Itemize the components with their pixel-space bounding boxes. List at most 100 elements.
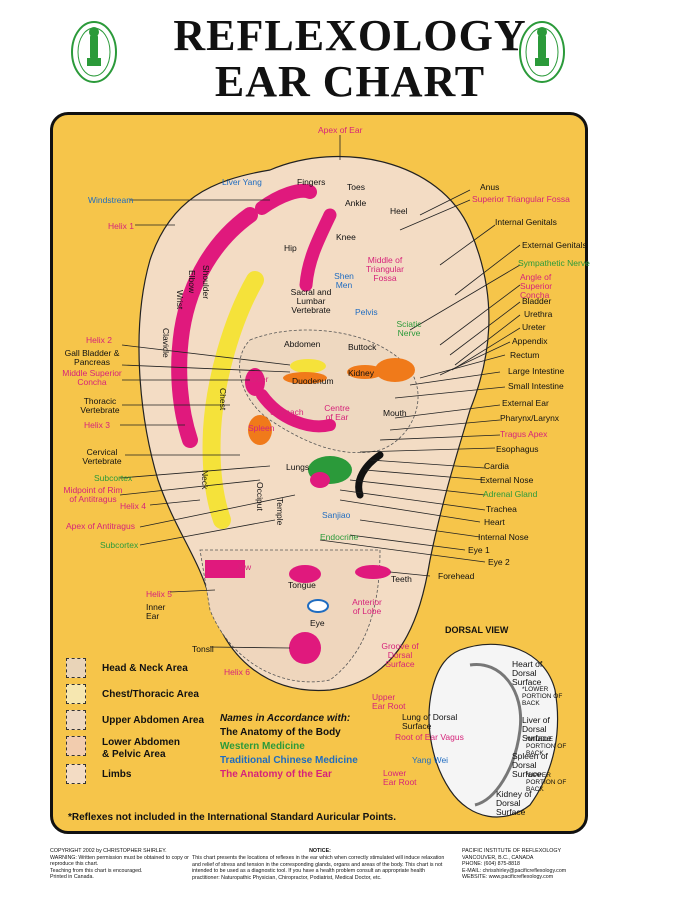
label-neck: Neck [200, 470, 210, 490]
label-large-intestine: Large Intestine [508, 366, 565, 376]
names-anatomy-ear: The Anatomy of the Ear [220, 769, 332, 780]
label-angle-superior-concha: Angle of Superior Concha [520, 272, 553, 300]
intestine-shape [375, 358, 415, 382]
label-liver: Liver [250, 374, 269, 384]
label-subcortex-1: Subcortex [94, 473, 133, 483]
lobe-shading [199, 549, 381, 683]
spleen-shape [248, 415, 272, 445]
label-eye-2: Eye 2 [488, 557, 510, 567]
dorsal-root-vagus: Root of Ear Vagus [395, 732, 464, 742]
label-wrist: Wrist [175, 290, 185, 310]
label-helix-5: Helix 5 [146, 589, 172, 599]
knee-hip-band [299, 208, 337, 292]
label-internal-nose: Internal Nose [478, 532, 529, 542]
legend-swatch-upper-abdomen [66, 710, 86, 730]
label-thoracic: Thoracic Vertebrate [80, 396, 120, 415]
label-midpoint-rim: Midpoint of Rim of Antitragus [63, 485, 123, 504]
label-buttock: Buttock [348, 342, 377, 352]
legend-label-chest: Chest/Thoracic Area [102, 689, 199, 700]
label-sacral-lumbar: Sacral and Lumbar Vertebrate [290, 287, 332, 315]
label-anterior-lobe: Anterior of Lobe [352, 597, 382, 616]
label-adrenal-gland: Adrenal Gland [483, 489, 538, 499]
dorsal-lower-root: Lower Ear Root [383, 768, 417, 787]
dorsal-ear-groove [469, 662, 523, 807]
dorsal-lung: Lung of Dorsal Surface [402, 712, 458, 731]
label-hip: Hip [284, 243, 297, 253]
label-helix-1: Helix 1 [108, 221, 134, 231]
dorsal-kidney: Kidney of Dorsal Surface [496, 789, 532, 817]
duodenum-shape [283, 372, 327, 384]
tonsil-shape [289, 632, 321, 664]
label-sciatic-nerve: Sciatic Nerve [396, 319, 422, 338]
helix-band [171, 207, 258, 448]
label-inner-ear: Inner Ear [146, 602, 166, 621]
institute-logo-left [71, 21, 117, 83]
tragus-curve [355, 451, 384, 499]
label-helix-4: Helix 4 [120, 501, 146, 511]
label-helix-6: Helix 6 [224, 667, 250, 677]
institute-logo-right [519, 21, 565, 83]
label-appendix: Appendix [512, 336, 548, 346]
label-temple: Temple [275, 498, 285, 526]
label-small-intestine: Small Intestine [508, 381, 564, 391]
label-bladder: Bladder [522, 296, 552, 306]
label-trachea: Trachea [486, 504, 517, 514]
legend-label-lower-abdomen: Lower Abdomen & Pelvic Area [102, 737, 180, 760]
label-internal-genitals: Internal Genitals [495, 217, 557, 227]
dorsal-upper-portion: *UPPER PORTION OF BACK [526, 772, 567, 793]
kidney-shape [347, 365, 383, 379]
leader-lines [119, 135, 521, 649]
label-abdomen: Abdomen [284, 339, 321, 349]
footer-contact: PACIFIC INSTITUTE OF REFLEXOLOGY VANCOUV… [462, 848, 567, 880]
label-superior-triangular-fossa: Superior Triangular Fossa [472, 194, 570, 204]
title-line-1: REFLEXOLOGY [173, 11, 527, 60]
label-toes: Toes [347, 182, 365, 192]
tongue-shape [289, 565, 321, 583]
dorsal-ear-shape [428, 643, 559, 818]
label-ureter: Ureter [522, 322, 546, 332]
names-western-medicine: Western Medicine [220, 741, 305, 752]
dorsal-middle-portion: *MIDDLE PORTION OF BACK [526, 736, 567, 757]
label-eye-1: Eye 1 [468, 545, 490, 555]
label-occiput: Occiput [255, 482, 265, 511]
label-sanjiao: Sanjiao [322, 510, 351, 520]
label-windstream: Windstream [88, 195, 134, 205]
label-anus: Anus [480, 182, 500, 192]
label-shen-men: Shen Men [334, 271, 354, 290]
label-middle-triangular-fossa: Middle of Triangular Fossa [366, 255, 404, 283]
label-tonsil: Tonsil [192, 644, 214, 654]
jaw-shape [205, 560, 245, 578]
label-forehead: Forehead [438, 571, 475, 581]
label-heel: Heel [390, 206, 408, 216]
label-mouth: Mouth [383, 408, 407, 418]
label-knee: Knee [336, 232, 356, 242]
legend-swatch-head-neck [66, 658, 86, 678]
footer-notice-title: NOTICE: [309, 848, 331, 854]
label-rectum: Rectum [510, 350, 540, 360]
label-spleen: Spleen [248, 423, 275, 433]
label-pharynx: Pharynx/Larynx [500, 413, 560, 423]
label-kidney: Kidney [348, 368, 374, 378]
legend-swatch-limbs [66, 764, 86, 784]
label-tongue: Tongue [288, 580, 316, 590]
label-external-genitals: External Genitals [522, 240, 587, 250]
label-external-ear: External Ear [502, 398, 549, 408]
label-middle-superior-concha: Middle Superior Concha [62, 368, 122, 387]
label-heart: Heart [484, 517, 505, 527]
label-external-nose: External Nose [480, 475, 534, 485]
footnote: *Reflexes not included in the Internatio… [68, 812, 397, 823]
dorsal-upper-root: Upper Ear Root [372, 692, 406, 711]
dorsal-liver: Liver of Dorsal Surface [522, 715, 552, 743]
label-lungs: Lungs [286, 462, 310, 472]
label-jaw: Jaw [236, 562, 252, 572]
label-ankle: Ankle [345, 198, 367, 208]
legend-swatch-chest [66, 684, 86, 704]
legend-label-upper-abdomen: Upper Abdomen Area [102, 715, 205, 726]
label-fingers: Fingers [297, 177, 326, 187]
dorsal-lower-portion: *LOWER PORTION OF BACK [522, 686, 563, 707]
label-liver-yang: Liver Yang [222, 177, 262, 187]
names-title: Names in Accordance with: [220, 713, 351, 724]
stomach-shape [256, 389, 336, 433]
label-elbow: Elbow [187, 270, 197, 294]
